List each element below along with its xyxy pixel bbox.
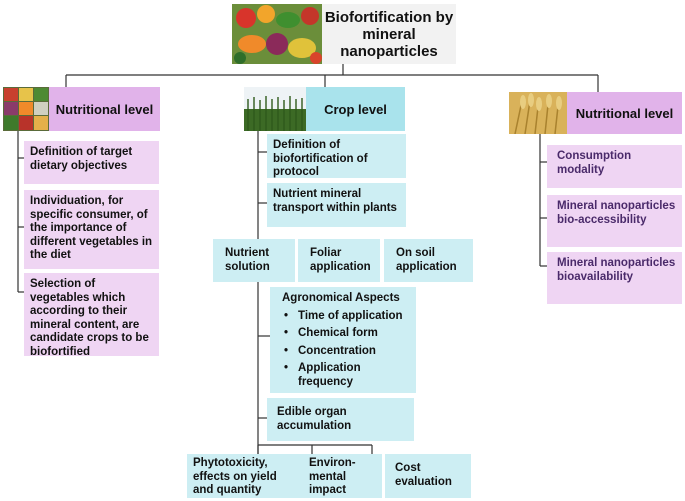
outcome-phytotoxicity: Phytotoxicity, effects on yield and quan… xyxy=(187,454,303,498)
right-item-2: Mineral nanoparticles bio-accessibility xyxy=(547,195,682,247)
wheat-ears-photo xyxy=(509,92,567,134)
agronomical-item: • Application frequency xyxy=(282,362,410,389)
right-column-heading-text: Nutritional level xyxy=(575,105,674,121)
agronomical-item-text: Chemical form xyxy=(298,327,378,339)
vegetables-thumbnail-left xyxy=(3,87,49,131)
right-item-1-text: Consumption modality xyxy=(557,150,632,176)
right-item-3: Mineral nanoparticles bioavailability xyxy=(547,252,682,304)
left-item-2: Individuation, for specific consumer, of… xyxy=(24,190,159,269)
protocol-definition-box: Definition of biofortification of protoc… xyxy=(267,134,406,178)
application-mode-nutrient-solution: Nutrient solution xyxy=(213,239,295,282)
agronomical-item: • Chemical form xyxy=(282,327,410,341)
agronomical-item: • Time of application xyxy=(282,310,410,324)
mineral-transport-text: Nutrient mineral transport within plants xyxy=(273,188,397,214)
bullet-icon: • xyxy=(284,309,289,322)
left-item-1: Definition of target dietary objectives xyxy=(24,141,159,184)
middle-column-heading: Crop level xyxy=(306,87,405,131)
left-column-heading: Nutritional level xyxy=(49,87,160,131)
protocol-definition-text: Definition of biofortification of protoc… xyxy=(273,139,368,178)
application-mode-on-soil-text: On soil application xyxy=(396,247,457,273)
bullet-icon: • xyxy=(284,362,289,374)
outcome-phytotoxicity-text: Phytotoxicity, effects on yield and quan… xyxy=(193,457,277,496)
right-column-heading: Nutritional level xyxy=(567,92,682,134)
wheat-field-photo xyxy=(244,87,306,131)
diagram-title-text: Biofortification by mineral nanoparticle… xyxy=(324,8,454,60)
outcome-environmental-impact-text: Environ-mental impact xyxy=(309,457,356,496)
application-mode-foliar: Foliar application xyxy=(298,239,380,282)
agronomical-item-text: Time of application xyxy=(298,309,403,322)
diagram-title: Biofortification by mineral nanoparticle… xyxy=(322,4,456,64)
edible-organ-accumulation-box: Edible organ accumulation xyxy=(267,398,414,441)
right-item-1: Consumption modality xyxy=(547,145,682,188)
left-item-3-text: Selection of vegetables which according … xyxy=(30,278,149,358)
outcome-cost-evaluation: Cost evaluation xyxy=(385,454,471,498)
agronomical-aspects-box: Agronomical Aspects • Time of application… xyxy=(270,287,416,393)
vegetables-photo xyxy=(232,4,322,64)
outcome-cost-evaluation-text: Cost evaluation xyxy=(395,462,452,488)
middle-column-heading-text: Crop level xyxy=(324,101,387,117)
left-item-3: Selection of vegetables which according … xyxy=(24,273,159,358)
bullet-icon: • xyxy=(284,344,289,357)
edible-organ-accumulation-text: Edible organ accumulation xyxy=(277,406,352,432)
application-mode-foliar-text: Foliar application xyxy=(310,247,371,273)
right-item-3-text: Mineral nanoparticles bioavailability xyxy=(557,257,676,283)
left-column-heading-text: Nutritional level xyxy=(55,101,154,117)
application-mode-on-soil: On soil application xyxy=(384,239,473,282)
mineral-transport-box: Nutrient mineral transport within plants xyxy=(267,183,406,227)
right-item-2-text: Mineral nanoparticles bio-accessibility xyxy=(557,200,676,226)
agronomical-item: • Concentration xyxy=(282,345,410,359)
left-item-2-text: Individuation, for specific consumer, of… xyxy=(30,195,153,261)
left-item-1-text: Definition of target dietary objectives xyxy=(30,146,133,172)
agronomical-item-text: Application frequency xyxy=(298,362,361,388)
outcome-environmental-impact: Environ-mental impact xyxy=(303,454,382,498)
agronomical-item-text: Concentration xyxy=(298,344,376,357)
agronomical-aspects-title: Agronomical Aspects xyxy=(282,292,400,304)
bullet-icon: • xyxy=(284,327,289,339)
application-mode-nutrient-solution-text: Nutrient solution xyxy=(225,247,270,273)
